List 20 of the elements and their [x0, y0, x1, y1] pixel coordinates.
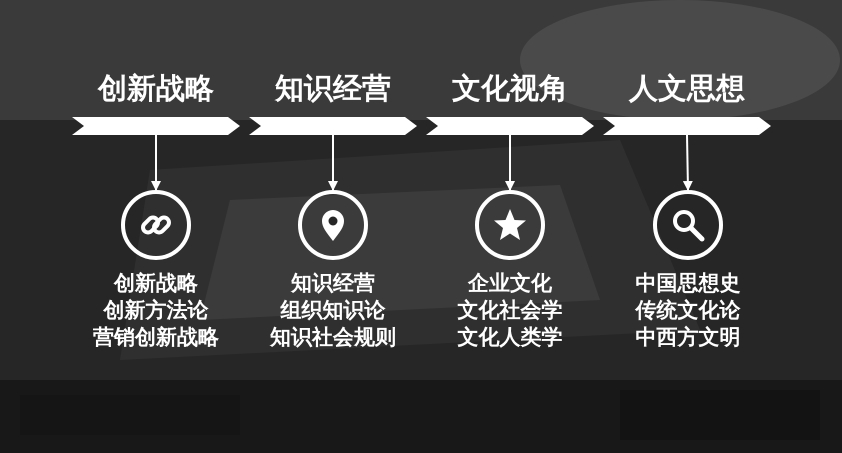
topic-label: 组织知识论: [279, 297, 386, 323]
topic-label: 中国思想史: [634, 270, 742, 296]
topic-label: 中西方文明: [634, 324, 742, 350]
heading: 人文思想: [628, 70, 746, 106]
topic-label: 创新方法论: [102, 297, 210, 323]
topic-label: 知识经营: [290, 270, 376, 296]
heading: 知识经营: [274, 70, 392, 106]
arrow: [682, 134, 693, 191]
topic-label: 文化人类学: [456, 324, 564, 350]
heading: 创新战略: [96, 70, 215, 106]
topic-label: 传统文化论: [634, 297, 742, 323]
topic-label: 营销创新战略: [92, 324, 220, 350]
arrow: [328, 135, 338, 191]
arrow: [505, 135, 515, 191]
topic-label: 企业文化: [466, 270, 553, 296]
arrow: [151, 135, 161, 191]
topic-label: 文化社会学: [456, 297, 564, 323]
topic-label: 知识社会规则: [268, 324, 397, 350]
topic-label: 创新战略: [112, 270, 199, 296]
heading: 文化视角: [451, 70, 569, 106]
